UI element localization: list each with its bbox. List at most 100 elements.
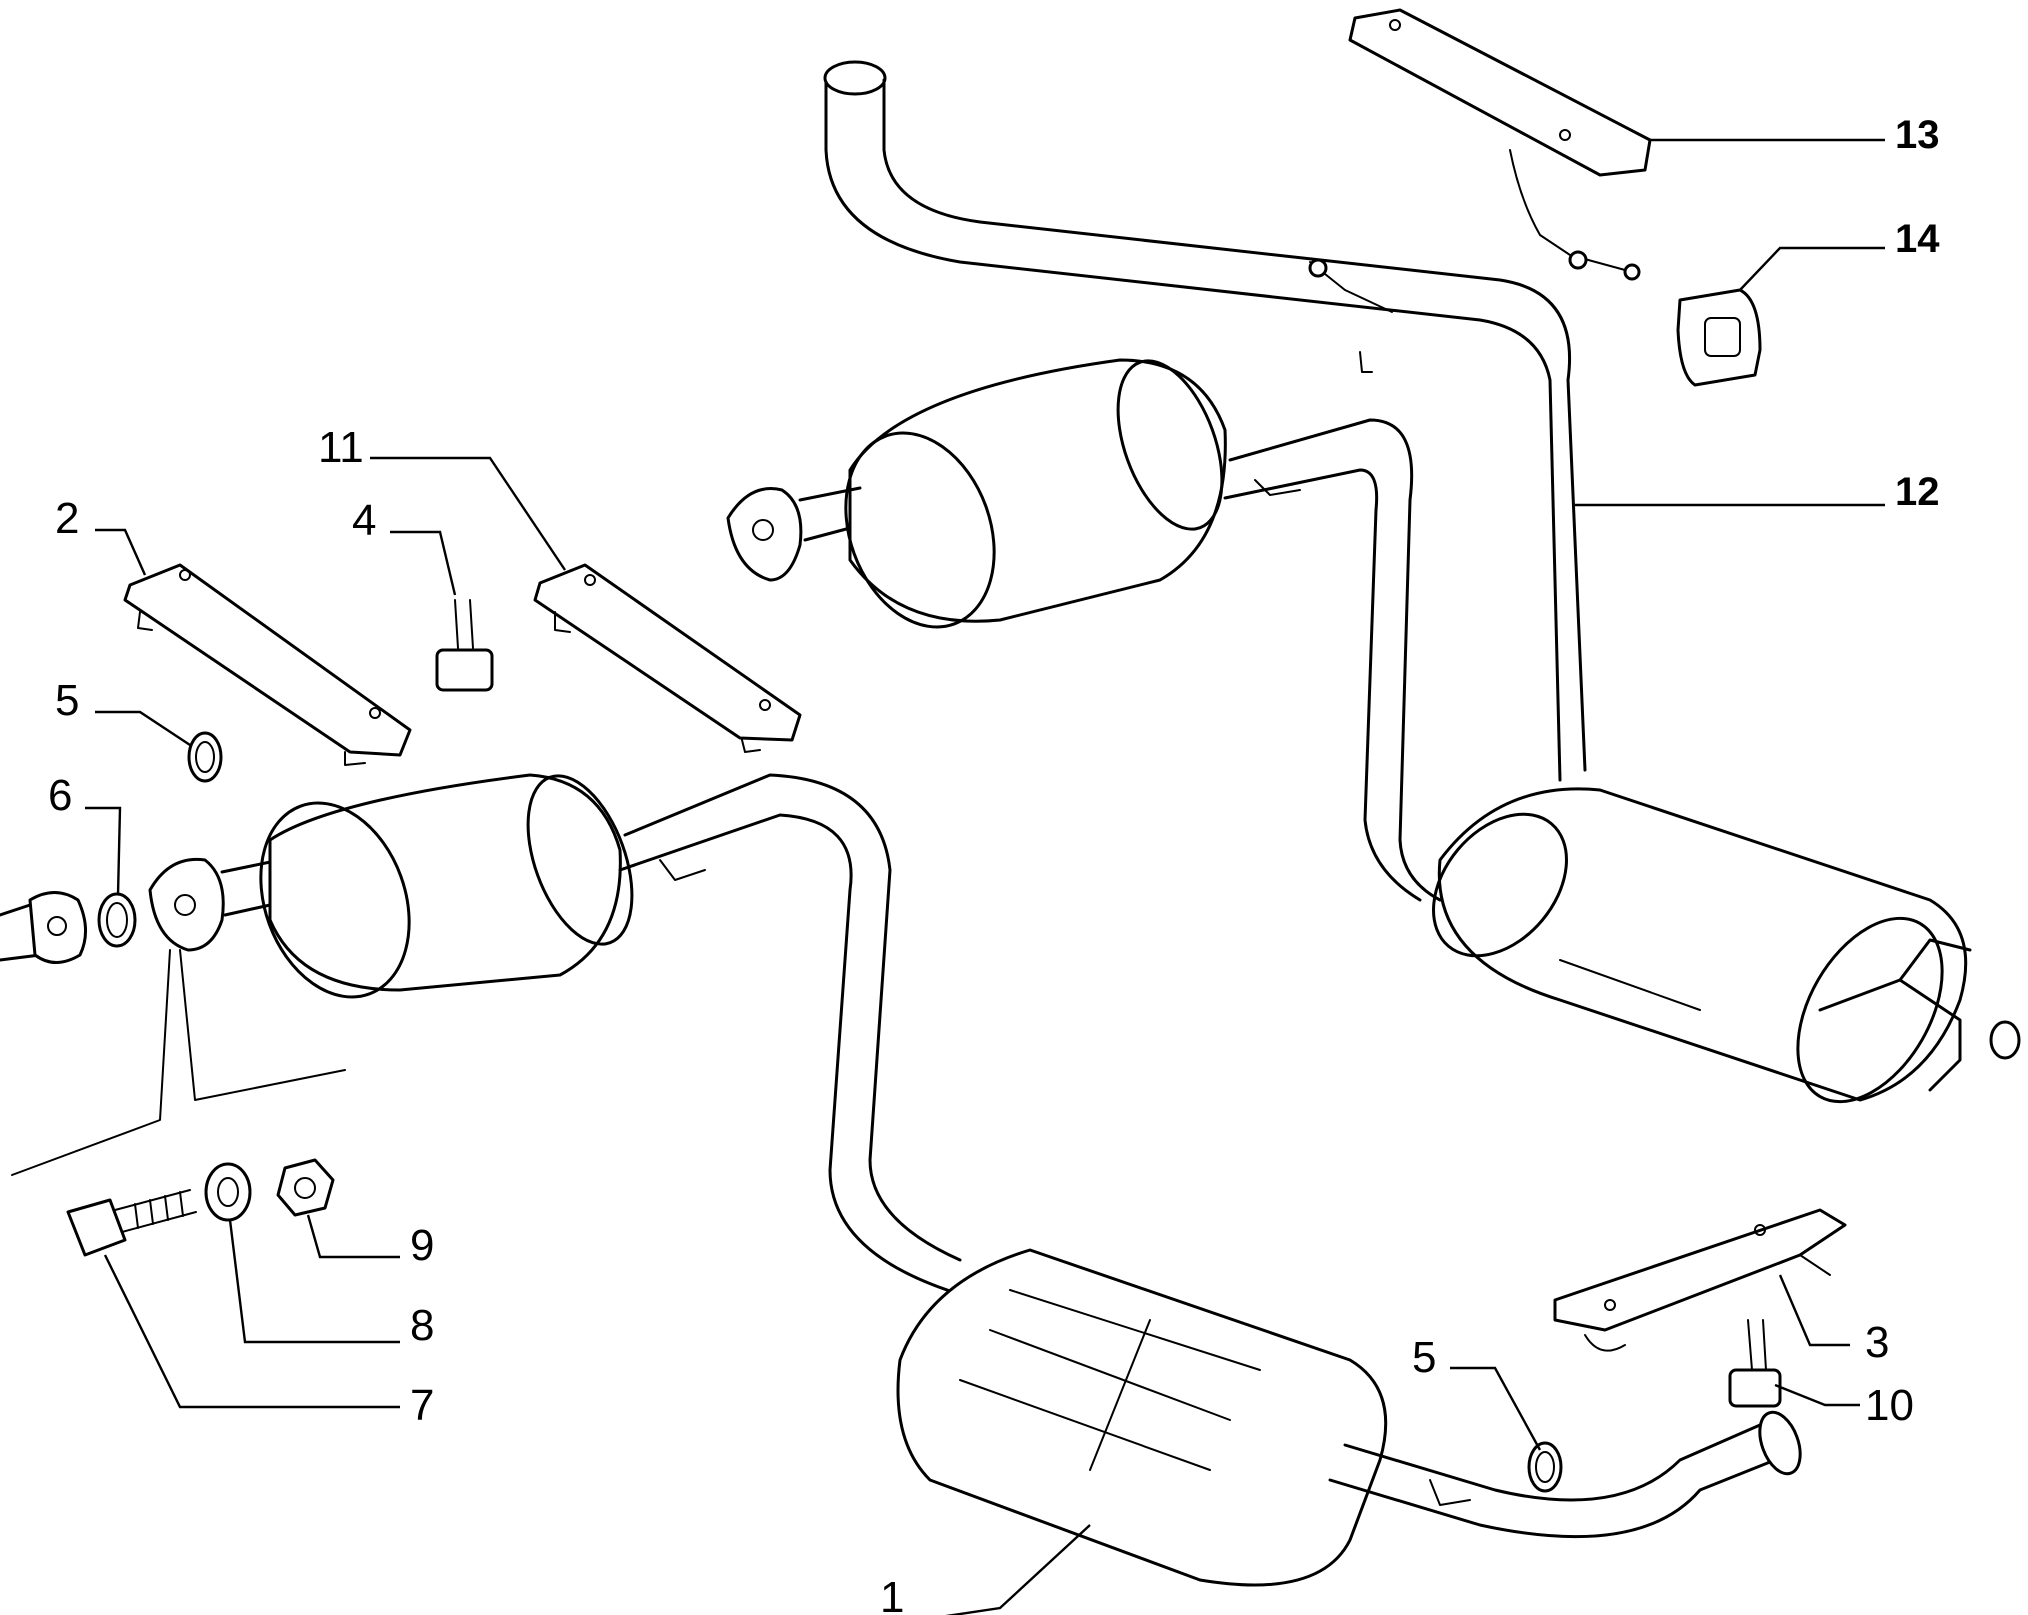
upstream-pipe	[0, 903, 42, 962]
upper-mid-pipe-outer	[1228, 418, 1442, 902]
clamp-bolt	[1308, 258, 1328, 278]
bracket-body	[1553, 1208, 1847, 1332]
leader-3	[1778, 1274, 1850, 1347]
leader-2	[95, 528, 147, 576]
bracket-hole	[1604, 1299, 1616, 1311]
part-5-gasket-upper	[187, 731, 223, 783]
tail-pipe-clamp	[1429, 1479, 1471, 1506]
upper-front-flange	[726, 487, 803, 582]
part-14-rubber-hanger	[1676, 288, 1762, 387]
part-9-nut	[276, 1158, 335, 1217]
stud-head	[1728, 1368, 1782, 1408]
bracket-hole	[1559, 129, 1571, 141]
bracket-hole	[369, 707, 381, 719]
bracket-body	[1348, 8, 1652, 177]
bracket-hole	[179, 569, 191, 581]
bracket-lugs	[554, 611, 761, 753]
bolt-thread	[114, 1189, 197, 1233]
washer-hole	[217, 1177, 239, 1207]
upper-rear-muffler-back-end	[1796, 916, 1944, 1104]
upper-rear-muffler	[1437, 787, 1968, 1102]
upper-mid-pipe-inner	[1223, 468, 1422, 902]
bracket-hole	[1389, 19, 1401, 31]
part-3-mounting-bracket	[1553, 1208, 1847, 1352]
muffler-rib	[1559, 959, 1701, 1011]
part-8-washer	[204, 1162, 252, 1222]
lower-front-flange	[148, 857, 225, 952]
lower-pipe-inner	[623, 773, 962, 1262]
callout-1: 1	[880, 1573, 904, 1615]
leader-11	[370, 456, 566, 571]
stud-thread	[1747, 1319, 1767, 1371]
leader-7	[103, 1254, 400, 1409]
flange-hole	[174, 894, 196, 916]
leader-lines	[85, 138, 1885, 1615]
lower-front-muffler-seam	[526, 774, 634, 946]
leader-14	[1739, 246, 1885, 291]
callout-labels: 1 2 3 4 5 5 6 7 8 9 10 11 12 13 14	[48, 113, 1940, 1615]
bracket-lugs	[137, 611, 366, 766]
callout-10: 10	[1865, 1381, 1914, 1430]
wire-end	[1568, 250, 1588, 270]
callout-7: 7	[410, 1381, 434, 1430]
callout-12: 12	[1895, 470, 1940, 514]
hanger-cutout	[1704, 317, 1741, 357]
gasket-hole	[1535, 1451, 1555, 1483]
tailpipe-outlet	[1989, 1020, 2021, 1060]
part-6-gasket	[97, 892, 137, 948]
upper-pipe-outer	[824, 80, 1562, 782]
upper-pipe-inner	[882, 78, 1587, 772]
flange-hole	[47, 916, 67, 936]
upper-front-muffler	[848, 358, 1227, 623]
leader-5b	[1450, 1366, 1542, 1451]
callout-13: 13	[1895, 113, 1940, 157]
part-4-stud-bolt	[435, 599, 494, 692]
bracket-hole	[1754, 1224, 1766, 1236]
centre-muffler	[896, 1248, 1388, 1587]
bracket-lugs	[1584, 1254, 1831, 1352]
callout-8: 8	[410, 1301, 434, 1350]
bracket-hole	[759, 699, 771, 711]
upstream-flange	[28, 891, 87, 964]
callout-3: 3	[1865, 1318, 1889, 1367]
nut-hole	[294, 1177, 316, 1199]
gasket-hole	[106, 902, 128, 938]
centre-muffler-ribs	[959, 1289, 1261, 1471]
part-2-mounting-bracket	[123, 563, 412, 766]
leader-4	[390, 530, 457, 596]
exploded-view-lines	[11, 949, 346, 1176]
callout-4: 4	[352, 496, 376, 545]
bracket-body	[533, 563, 802, 742]
part-11-mounting-bracket	[533, 563, 802, 753]
wire-end	[1623, 263, 1641, 281]
callout-14: 14	[1895, 217, 1940, 261]
callout-6: 6	[48, 771, 72, 820]
part-10-stud-bolt	[1728, 1319, 1782, 1408]
leader-5a	[95, 710, 191, 747]
lower-front-muffler-end	[259, 801, 411, 999]
upper-front-inlet-stub	[798, 486, 862, 542]
callout-5a: 5	[55, 676, 79, 725]
leader-9	[306, 1214, 400, 1259]
flange-hole	[752, 519, 774, 541]
lower-exhaust-assembly	[0, 773, 1802, 1587]
callout-5b: 5	[1412, 1333, 1436, 1382]
lower-pipe-outer	[618, 813, 982, 1302]
tail-pipe-outer	[1328, 1458, 1777, 1539]
lower-front-muffler	[268, 773, 622, 992]
upper-rear-muffler-front-end	[1432, 812, 1568, 958]
bolt-head	[66, 1198, 127, 1257]
bracket-body	[123, 563, 412, 757]
tail-pipe-inner	[1343, 1423, 1762, 1502]
stud-thread	[454, 599, 474, 649]
leader-6	[85, 806, 122, 896]
bracket-hole	[584, 574, 596, 586]
tail-pipe-outlet	[1758, 1410, 1802, 1476]
hanger-body	[1676, 288, 1762, 387]
callout-2: 2	[55, 494, 79, 543]
callout-9: 9	[410, 1221, 434, 1270]
stud-head	[435, 648, 494, 692]
rear-bracket	[1818, 938, 1972, 1092]
part-13-mounting-bracket	[1348, 8, 1652, 281]
